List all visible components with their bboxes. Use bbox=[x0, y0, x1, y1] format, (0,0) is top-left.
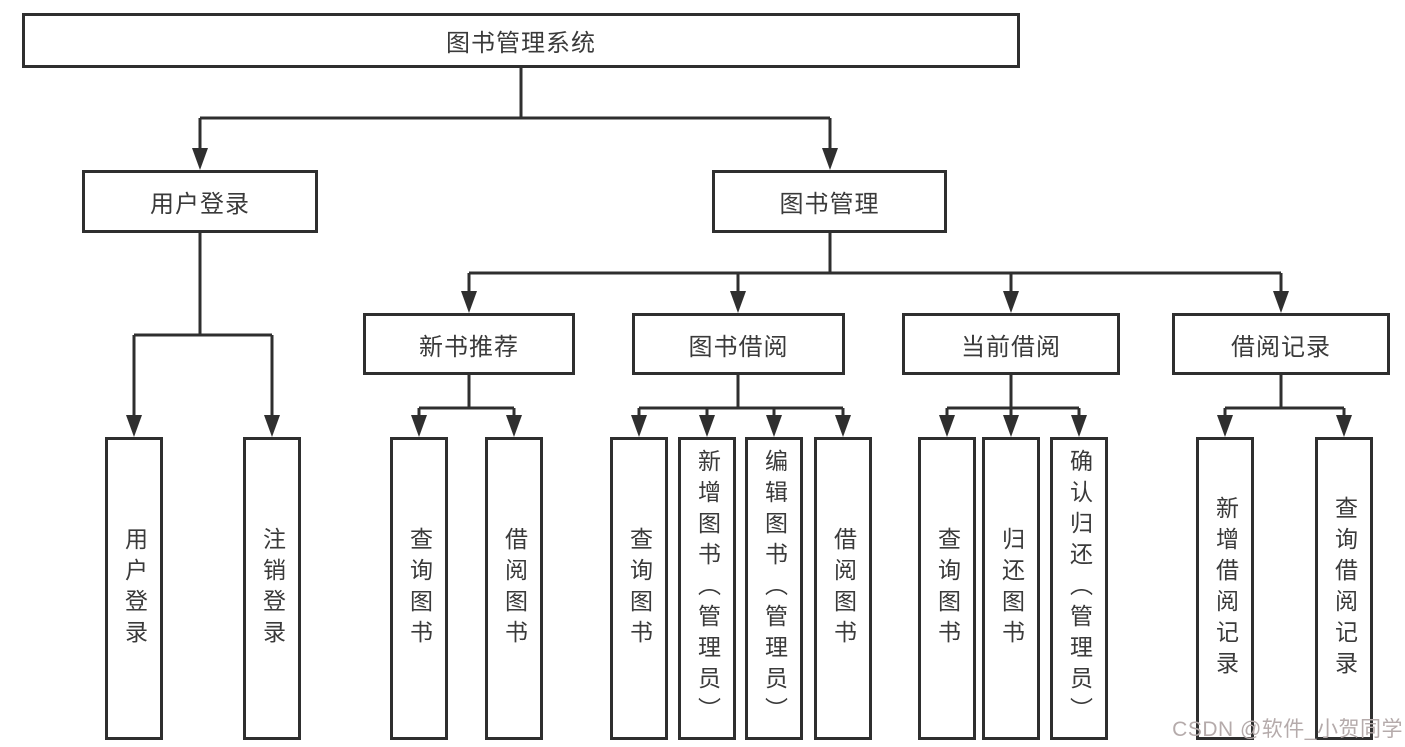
node-label: 当前借阅 bbox=[961, 333, 1061, 361]
node-label: 编辑图书（管理员） bbox=[761, 449, 788, 728]
node-label: 查询借阅记录 bbox=[1331, 495, 1358, 682]
leaf-user-login: 用户登录 bbox=[105, 437, 163, 740]
leaf-add-borrow-record: 新增借阅记录 bbox=[1196, 437, 1254, 740]
leaf-borrow-books-recommend: 借阅图书 bbox=[485, 437, 543, 740]
node-new-book-recommendation: 新书推荐 bbox=[363, 313, 575, 375]
leaf-borrow-books-borrowing: 借阅图书 bbox=[814, 437, 872, 740]
node-label: 注销登录 bbox=[259, 526, 286, 651]
node-user-login: 用户登录 bbox=[82, 170, 318, 233]
leaf-query-books-borrowing: 查询图书 bbox=[610, 437, 668, 740]
leaf-confirm-return-admin: 确认归还（管理员） bbox=[1050, 437, 1108, 740]
leaf-add-books-admin: 新增图书（管理员） bbox=[678, 437, 736, 740]
leaf-edit-books-admin: 编辑图书（管理员） bbox=[745, 437, 803, 740]
node-label: 图书管理系统 bbox=[446, 30, 596, 57]
node-label: 用户登录 bbox=[150, 191, 250, 218]
node-book-borrowing: 图书借阅 bbox=[632, 313, 845, 375]
node-label: 确认归还（管理员） bbox=[1066, 449, 1093, 728]
node-label: 借阅图书 bbox=[830, 526, 857, 651]
node-label: 用户登录 bbox=[121, 526, 148, 651]
node-label: 图书借阅 bbox=[688, 333, 789, 361]
node-label: 借阅图书 bbox=[501, 526, 528, 651]
node-label: 查询图书 bbox=[934, 526, 961, 651]
csdn-watermark: CSDN @软件_小贺同学 bbox=[1172, 718, 1403, 741]
node-label: 借阅记录 bbox=[1231, 333, 1331, 361]
node-label: 查询图书 bbox=[406, 526, 433, 651]
node-current-borrowing: 当前借阅 bbox=[902, 313, 1120, 375]
leaf-query-books-recommend: 查询图书 bbox=[390, 437, 448, 740]
leaf-query-books-current: 查询图书 bbox=[918, 437, 976, 740]
node-label: 新增图书（管理员） bbox=[694, 449, 721, 728]
leaf-return-books: 归还图书 bbox=[982, 437, 1040, 740]
node-label: 查询图书 bbox=[626, 526, 653, 651]
node-label: 新书推荐 bbox=[419, 333, 519, 361]
node-borrowing-records: 借阅记录 bbox=[1172, 313, 1390, 375]
node-label: 归还图书 bbox=[998, 526, 1025, 651]
node-label: 新增借阅记录 bbox=[1212, 495, 1239, 682]
node-system-root: 图书管理系统 bbox=[22, 13, 1020, 68]
leaf-query-borrow-record: 查询借阅记录 bbox=[1315, 437, 1373, 740]
leaf-logout: 注销登录 bbox=[243, 437, 301, 740]
node-label: 图书管理 bbox=[779, 191, 880, 218]
node-book-management: 图书管理 bbox=[712, 170, 947, 233]
